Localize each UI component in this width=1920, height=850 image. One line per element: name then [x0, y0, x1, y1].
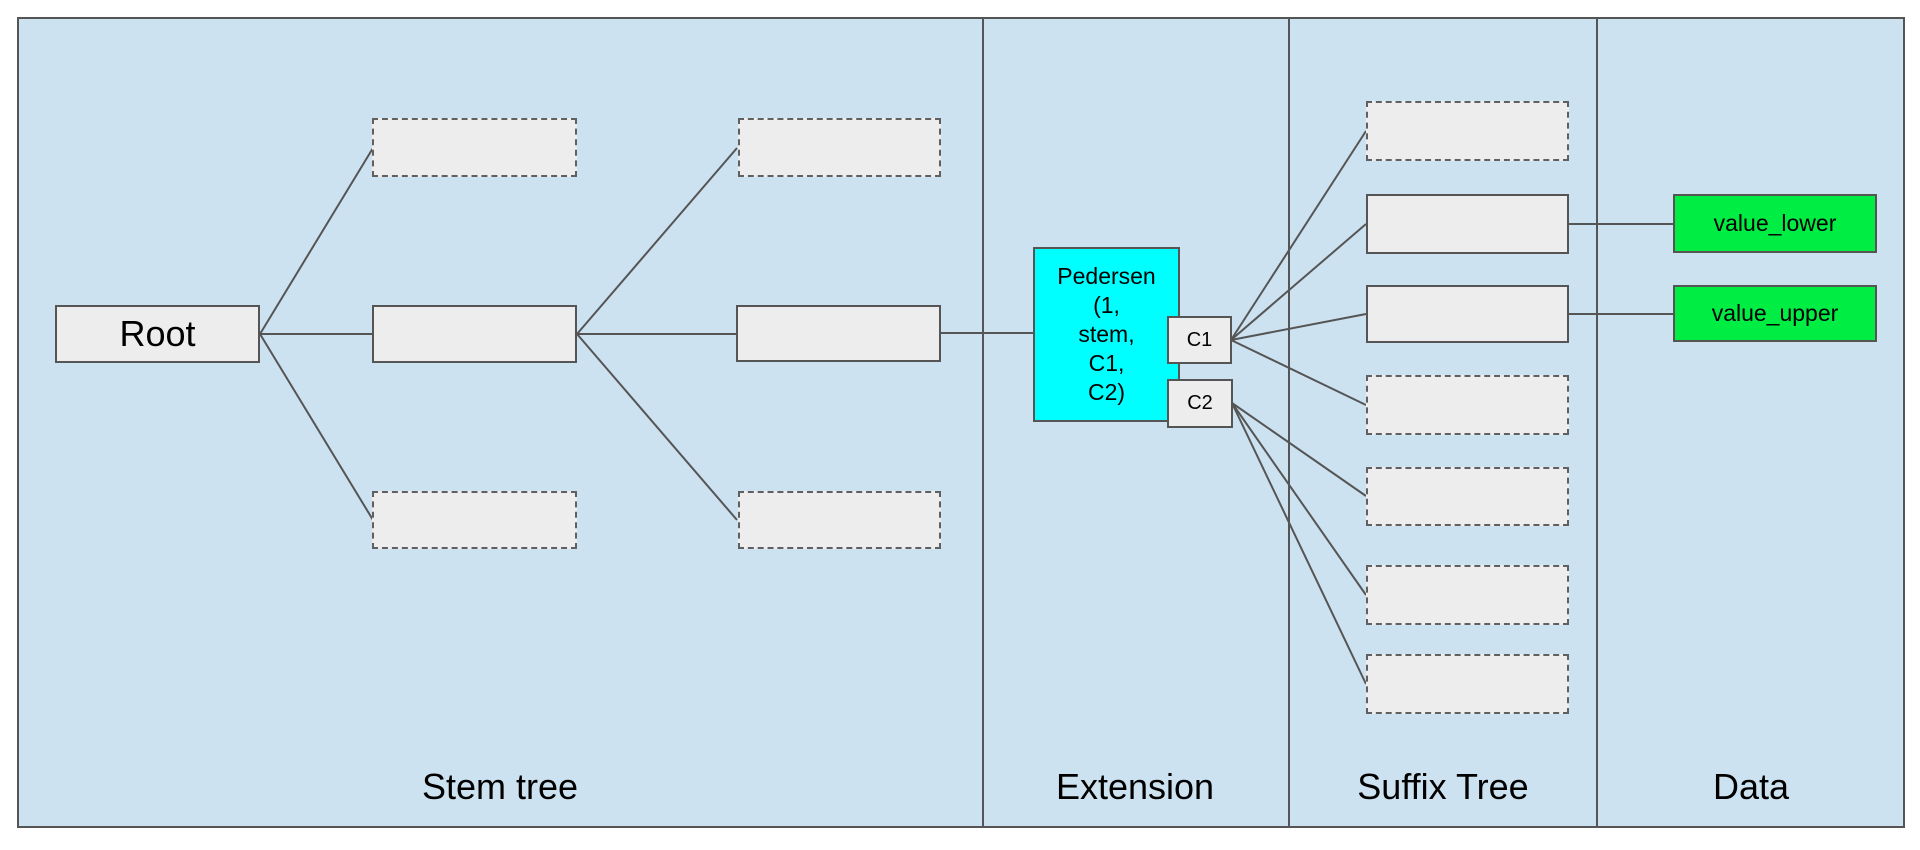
- edge-root-stem2-top: [259, 147, 374, 335]
- edge-stem2-stem3-top: [576, 147, 738, 335]
- edge-c2-suffix6: [1231, 402, 1367, 596]
- edge-c2-suffix5: [1231, 402, 1367, 497]
- diagram-background-panel: [17, 17, 1905, 828]
- edge-c1-suffix2: [1230, 223, 1367, 341]
- value-upper-node: value_upper: [1673, 285, 1877, 342]
- edge-c1-suffix3: [1230, 313, 1367, 341]
- pedersen-commitment-node: Pedersen (1, stem, C1, C2): [1033, 247, 1180, 422]
- stem-level2-middle-node: [372, 305, 577, 363]
- stem-level3-bottom-placeholder-node: [738, 491, 941, 549]
- c1-node: C1: [1167, 316, 1232, 364]
- stem-level3-middle-node: [736, 305, 941, 362]
- c2-node: C2: [1167, 379, 1233, 428]
- edge-root-stem2-bottom: [259, 333, 374, 521]
- root-node: Root: [55, 305, 260, 363]
- edge-c1-suffix4: [1230, 339, 1367, 406]
- suffix-node-4-placeholder: [1366, 375, 1569, 435]
- section-label-stem-tree: Stem tree: [421, 766, 579, 807]
- suffix-node-3: [1366, 285, 1569, 343]
- value-lower-node: value_lower: [1673, 194, 1877, 253]
- section-label-extension: Extension: [1055, 766, 1215, 807]
- suffix-node-5-placeholder: [1366, 467, 1569, 526]
- stem-level2-bottom-placeholder-node: [372, 491, 577, 549]
- suffix-node-7-placeholder: [1366, 654, 1569, 714]
- section-label-suffix-tree: Suffix Tree: [1357, 766, 1529, 807]
- edge-c2-suffix7: [1231, 402, 1367, 685]
- suffix-node-6-placeholder: [1366, 565, 1569, 625]
- stem-level2-top-placeholder-node: [372, 118, 577, 177]
- section-divider-stem-extension: [982, 17, 984, 828]
- suffix-node-1-placeholder: [1366, 101, 1569, 161]
- suffix-node-2: [1366, 194, 1569, 254]
- edge-c1-suffix1: [1230, 130, 1367, 341]
- section-divider-suffix-data: [1596, 17, 1598, 828]
- stem-level3-top-placeholder-node: [738, 118, 941, 177]
- edge-stem2-stem3-bottom: [576, 333, 738, 521]
- section-label-data: Data: [1712, 766, 1790, 807]
- section-divider-extension-suffix: [1288, 17, 1290, 828]
